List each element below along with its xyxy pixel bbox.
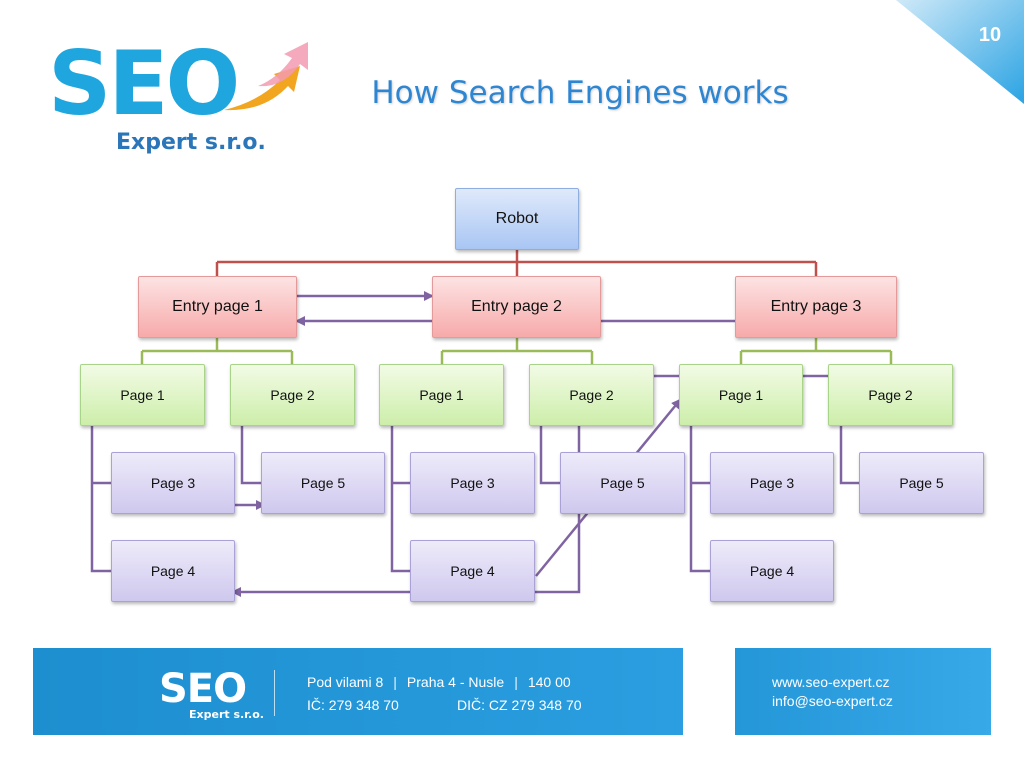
g3-page-1-node: Page 1 xyxy=(679,364,803,426)
footer-zip: 140 00 xyxy=(527,674,571,690)
footer-website-link[interactable]: www.seo-expert.cz xyxy=(772,674,890,690)
footer-logo-subtitle: Expert s.r.o. xyxy=(189,708,264,721)
footer-dic: DIČ: CZ 279 348 70 xyxy=(457,697,582,713)
slide-title: How Search Engines works xyxy=(371,75,789,111)
footer-divider xyxy=(274,670,275,716)
robot-node: Robot xyxy=(455,188,579,250)
footer-street: Pod vilami 8 xyxy=(307,674,384,690)
g2-page-4-node: Page 4 xyxy=(410,540,535,602)
g2-page-2-node: Page 2 xyxy=(529,364,654,426)
entry-page-1-node: Entry page 1 xyxy=(138,276,297,338)
footer-city: Praha 4 - Nusle xyxy=(406,674,505,690)
footer-email-link[interactable]: info@seo-expert.cz xyxy=(772,693,893,709)
g1-page-1-node: Page 1 xyxy=(80,364,205,426)
g3-page-2-node: Page 2 xyxy=(828,364,953,426)
g3-page-5-node: Page 5 xyxy=(859,452,984,514)
g1-page-4-node: Page 4 xyxy=(111,540,235,602)
g3-page-3-node: Page 3 xyxy=(710,452,834,514)
logo-text: SEO xyxy=(48,32,240,135)
entry-page-3-node: Entry page 3 xyxy=(735,276,897,338)
entry-page-2-node: Entry page 2 xyxy=(432,276,601,338)
g3-page-4-node: Page 4 xyxy=(710,540,834,602)
footer-web-banner: www.seo-expert.cz info@seo-expert.cz xyxy=(735,648,991,735)
footer-logo-text: SEO xyxy=(159,666,247,712)
g2-page-1-node: Page 1 xyxy=(379,364,504,426)
footer-ic: IČ: 279 348 70 xyxy=(307,697,399,713)
footer-contact-banner: SEO Expert s.r.o. Pod vilami 8|Praha 4 -… xyxy=(33,648,683,735)
g1-page-3-node: Page 3 xyxy=(111,452,235,514)
g1-page-2-node: Page 2 xyxy=(230,364,355,426)
g1-page-5-node: Page 5 xyxy=(261,452,385,514)
footer-address: Pod vilami 8|Praha 4 - Nusle|140 00 xyxy=(307,674,571,690)
g2-page-5-node: Page 5 xyxy=(560,452,685,514)
g2-page-3-node: Page 3 xyxy=(410,452,535,514)
growth-arrow-icon xyxy=(224,42,308,111)
logo-subtitle: Expert s.r.o. xyxy=(116,130,266,155)
company-logo: SEO Expert s.r.o. xyxy=(48,32,308,163)
slide-number: 10 xyxy=(978,24,1002,46)
